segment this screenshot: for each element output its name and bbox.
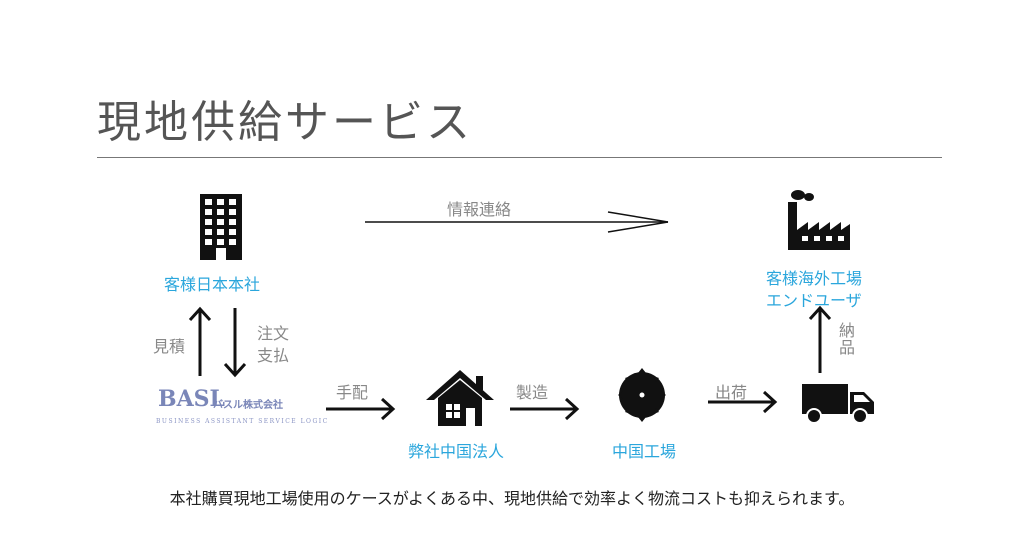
label-manufacture: 製造: [516, 383, 549, 402]
arrow-down-icon: [223, 308, 247, 378]
arrow-right-icon: [326, 397, 396, 421]
label-deliver: 納品: [838, 321, 855, 357]
arrow-up-icon: [808, 305, 832, 373]
label-order: 注文: [257, 324, 290, 343]
node-japan-hq: 客様日本本社: [164, 275, 261, 294]
title-divider: [97, 157, 942, 158]
house-icon: [426, 370, 494, 426]
node-overseas-factory-line1: 客様海外工場: [766, 269, 863, 288]
office-building-icon: [200, 194, 242, 260]
arrow-right-thin-icon: [365, 211, 669, 233]
footer-caption: 本社購買現地工場使用のケースがよくある中、現地供給で効率よく物流コストも抑えられ…: [169, 489, 855, 508]
factory-icon: [788, 190, 850, 250]
basl-logo: BASL: [158, 386, 226, 412]
truck-icon: [802, 384, 874, 424]
label-arrange: 手配: [336, 383, 369, 402]
label-info-contact: 情報連絡: [447, 200, 512, 219]
basl-logo-tagline: BUSINESS ASSISTANT SERVICE LOGIC: [156, 418, 329, 425]
label-ship: 出荷: [715, 383, 748, 402]
label-estimate: 見積: [153, 337, 186, 356]
arrow-up-icon: [188, 306, 212, 376]
basl-logo-japanese: バスル株式会社: [213, 400, 283, 411]
label-payment: 支払: [257, 346, 290, 365]
page-title: 現地供給サービス: [97, 97, 473, 148]
arrow-right-icon: [510, 397, 580, 421]
node-china-factory: 中国工場: [612, 442, 677, 461]
arrow-right-icon: [708, 390, 778, 414]
node-overseas-factory-line2: エンドユーザ: [766, 291, 862, 310]
saw-blade-icon: [618, 368, 666, 422]
node-our-china-entity: 弊社中国法人: [408, 442, 505, 461]
